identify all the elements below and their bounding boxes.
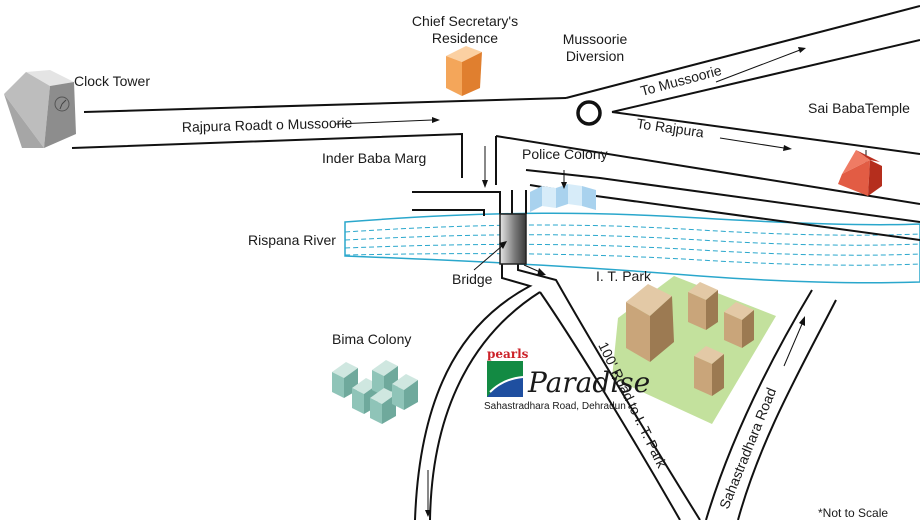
bridge-icon <box>499 213 527 265</box>
direction-arrows <box>335 47 869 517</box>
rispana-river <box>344 212 920 284</box>
it-park-buildings-icon <box>626 282 754 396</box>
temple-icon <box>838 150 882 196</box>
police-colony-icon <box>530 184 596 212</box>
sahastradhara-road-lines <box>705 289 837 520</box>
label-not-to-scale: *Not to Scale <box>818 506 888 520</box>
roundabout-icon <box>576 100 602 126</box>
logo-address: Sahastradhara Road, Dehradun <box>484 401 626 412</box>
label-chief-secretary-1: Chief Secretary's <box>412 13 518 29</box>
road-to-rajpura <box>495 111 920 205</box>
label-sahastradhara-road: Sahastradhara Road <box>716 385 779 511</box>
clock-tower-icon <box>4 70 76 148</box>
label-chief-secretary-2: Residence <box>432 30 498 46</box>
label-clock-tower: Clock Tower <box>74 73 150 89</box>
label-bridge: Bridge <box>452 271 493 287</box>
pearls-logo-icon: pearls <box>487 347 529 397</box>
label-police-colony: Police Colony <box>522 146 608 162</box>
logo-brand: pearls <box>487 347 529 361</box>
label-mussoorie-diversion-2: Diversion <box>566 48 624 64</box>
logo-name: Paradise <box>527 366 650 399</box>
bima-colony-icon <box>332 360 418 424</box>
label-sai-baba-temple: Sai BabaTemple <box>808 100 910 116</box>
label-mussoorie-diversion-1: Mussoorie <box>563 31 628 47</box>
label-inder-baba-marg: Inder Baba Marg <box>322 150 426 166</box>
road-to-mussoorie <box>565 5 920 113</box>
southern-roads <box>414 262 701 520</box>
label-rajpura-road: Rajpura Roadt o Mussoorie <box>182 115 353 135</box>
rajpura-road <box>71 97 567 185</box>
label-to-rajpura: To Rajpura <box>636 115 705 140</box>
label-rispana-river: Rispana River <box>248 232 336 248</box>
label-it-park: I. T. Park <box>596 268 652 284</box>
residence-icon <box>446 46 482 96</box>
inder-baba-marg <box>412 191 501 216</box>
label-bima-colony: Bima Colony <box>332 331 411 347</box>
